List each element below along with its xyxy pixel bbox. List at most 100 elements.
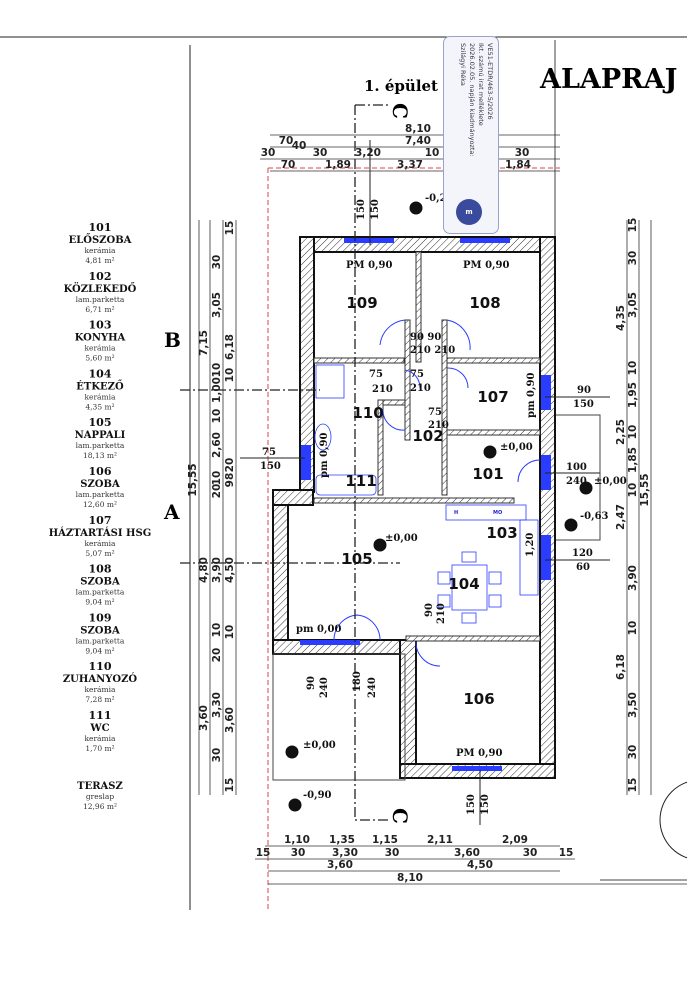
- dimension-left: 3,90: [211, 557, 223, 583]
- legend-room-number: 102: [89, 270, 112, 283]
- dimension-right: 4,35: [615, 305, 627, 331]
- dimension-bottom: 3,60: [327, 859, 353, 871]
- dimension-right: 3,50: [627, 692, 639, 718]
- dimension-right: 15,55: [639, 473, 651, 506]
- legend-room-name: WC: [89, 723, 109, 734]
- legend-room-area: 18,13 m²: [83, 451, 117, 460]
- room-numbers: 109 108 107 110 102 101 111 105 104 103 …: [341, 294, 517, 708]
- opening-label: 75: [262, 447, 276, 458]
- door-label: 75: [369, 369, 383, 380]
- opening-label: 150: [573, 399, 594, 410]
- kitchen-counter: [445, 504, 527, 521]
- door-label: 90: [424, 603, 435, 617]
- legend-room-area: 1,70 m²: [85, 744, 114, 753]
- door-label: 210: [372, 384, 393, 395]
- dimension-right: 30: [627, 251, 639, 266]
- dimension-bottom: 3,30: [332, 847, 358, 859]
- dimension-right: 10: [627, 425, 639, 440]
- opening-label: 150: [370, 199, 381, 220]
- door-label: 90: [306, 676, 317, 690]
- legend-room-name: NAPPALI: [75, 430, 126, 441]
- dimension-left: 2,60: [211, 432, 223, 458]
- legend-room-area: 12,60 m²: [83, 500, 117, 509]
- dimension-top: 70: [281, 159, 296, 171]
- legend-room-material: kerámia: [84, 685, 116, 694]
- opening-label: 120: [572, 548, 593, 559]
- legend-room-number: 103: [89, 319, 112, 332]
- legend-room-name: SZOBA: [80, 479, 120, 490]
- dimension-bottom: 15: [559, 847, 574, 859]
- legend-room-area: 7,28 m²: [85, 695, 114, 704]
- dimension-bottom: 8,10: [397, 872, 423, 884]
- opening-label: 150: [466, 794, 477, 815]
- room-104: 104: [448, 575, 479, 593]
- room-105: 105: [341, 550, 372, 568]
- dimension-left: 98: [224, 473, 236, 488]
- opening-labels: 90 150 100 240 120 60 75 150 150 150 150…: [240, 140, 610, 825]
- room-103: 103: [486, 524, 517, 542]
- legend-room-number: 110: [89, 660, 112, 673]
- sink: [314, 423, 332, 451]
- dimension-right: 15: [627, 778, 639, 793]
- section-a-label: A: [163, 500, 180, 524]
- door-label: 240: [367, 677, 378, 698]
- dimension-top: 30: [313, 147, 328, 159]
- dimension-right: 1,85: [627, 447, 639, 473]
- legend-room-area: 5,07 m²: [85, 549, 114, 558]
- legend-room-number: 109: [89, 611, 112, 624]
- dimension-right: 10: [627, 483, 639, 498]
- room-107: 107: [477, 388, 508, 406]
- building-label: 1. épület: [364, 77, 438, 95]
- dimension-left: 6,18: [224, 334, 236, 360]
- stamp-line: VE51-ETDR/463-5/2026: [486, 43, 494, 120]
- legend-room-name: ELŐSZOBA: [69, 233, 132, 246]
- legend-room-material: lam.parketta: [76, 295, 125, 304]
- digital-signature-stamp: VE51-ETDR/463-5/2026 Ikt. számú irat mel…: [443, 36, 499, 234]
- legend-room-name: SZOBA: [80, 577, 120, 588]
- terrace-outline: [272, 653, 406, 781]
- dimension-right: 15: [627, 218, 639, 233]
- dimension-bottom: 3,60: [454, 847, 480, 859]
- legend-room-area: 5,60 m²: [85, 354, 114, 363]
- section-b-label: B: [164, 328, 181, 352]
- dimension-top: 3,20: [355, 147, 381, 159]
- door-labels: 90 90 210 210 75 210 75 210 75 210 90 21…: [306, 332, 536, 698]
- drawing-title: ALAPRAJ: [539, 64, 677, 95]
- legend-room-number: 106: [89, 465, 112, 478]
- dimension-bottom: 1,15: [372, 834, 398, 846]
- dimension-top: 1,89: [325, 159, 351, 171]
- sill-106: PM 0,90: [456, 748, 502, 759]
- dimension-left: 3,60: [198, 705, 210, 731]
- sill-109: PM 0,90: [346, 260, 392, 271]
- room-109: 109: [346, 294, 377, 312]
- dimension-left: 3,05: [211, 292, 223, 318]
- bathtub: [315, 474, 377, 496]
- legend-room-number: 107: [89, 514, 112, 527]
- dimension-left: 15: [224, 778, 236, 793]
- dimension-right: 6,18: [615, 654, 627, 680]
- stamp-text: VE51-ETDR/463-5/2026 Ikt. számú irat mel…: [458, 43, 494, 157]
- kitchen-counter-side: [519, 519, 539, 596]
- dimension-left: 10: [224, 368, 236, 383]
- legend-room-number: 105: [89, 416, 112, 429]
- legend-room-material: kerámia: [84, 539, 116, 548]
- outer-walls: [272, 236, 556, 779]
- inner-walls: [313, 251, 541, 642]
- legend-room-material: lam.parketta: [76, 636, 125, 645]
- legend-room-material: kerámia: [84, 246, 116, 255]
- legend-room-area: 4,35 m²: [85, 402, 114, 411]
- dimension-bottom: 30: [385, 847, 400, 859]
- dimension-left: 3,60: [224, 707, 236, 733]
- room-102: 102: [412, 427, 443, 445]
- sill-111: pm 0,90: [319, 433, 330, 478]
- legend-room-name: KONYHA: [75, 333, 126, 344]
- level-marks: PM 0,90 PM 0,90 pm 0,90 pm 0,90 pm 0,00 …: [296, 193, 627, 801]
- dimension-left: 15: [224, 221, 236, 236]
- level-101: ±0,00: [500, 442, 533, 453]
- door-label: 75: [410, 369, 424, 380]
- legend-room-name: ÉTKEZŐ: [76, 379, 124, 392]
- dimension-bottom: 2,09: [502, 834, 528, 846]
- dimension-top: 30: [261, 147, 276, 159]
- door-label: 1,20: [525, 533, 536, 557]
